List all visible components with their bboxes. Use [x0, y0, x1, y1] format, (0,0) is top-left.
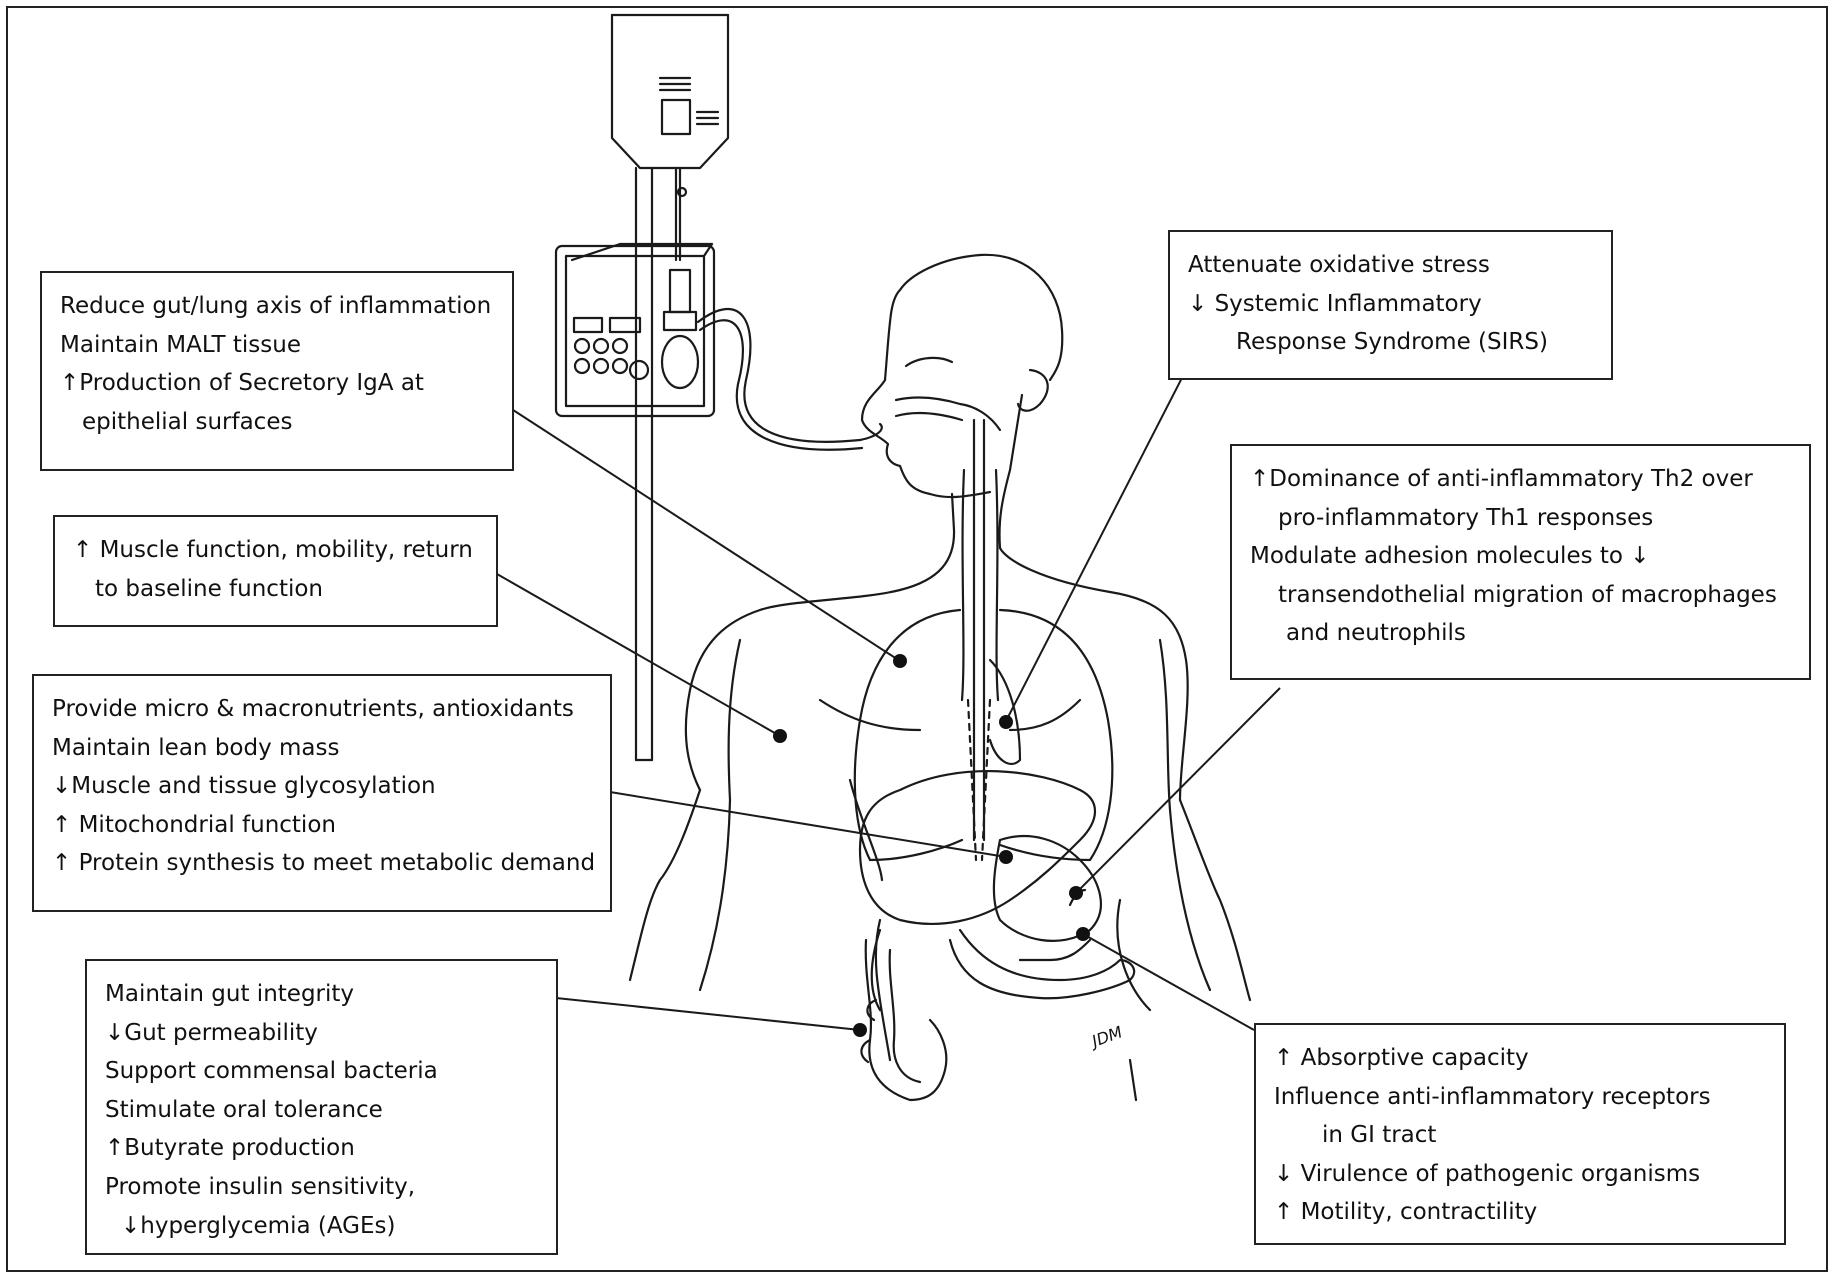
callout-lines: [497, 370, 1280, 1030]
gut-integrity-line-6: Promote insulin sensitivity,: [105, 1168, 538, 1207]
th2-line-1: ↑Dominance of anti-inflammatory Th2 over: [1250, 460, 1791, 499]
absorptive-box: ↑ Absorptive capacity Influence anti-inf…: [1254, 1023, 1786, 1245]
muscle-line-1: ↑ Muscle function, mobility, return: [73, 531, 478, 570]
oxidative-box: Attenuate oxidative stress ↓ Systemic In…: [1168, 230, 1613, 380]
nutrients-line-3: ↓Muscle and tissue glycosylation: [52, 767, 592, 806]
nutrients-line-4: ↑ Mitochondrial function: [52, 806, 592, 845]
gut-integrity-box: Maintain gut integrity ↓Gut permeability…: [85, 959, 558, 1255]
gut-lung-line-3: ↑Production of Secretory IgA at: [60, 364, 494, 403]
gut-integrity-line-1: Maintain gut integrity: [105, 975, 538, 1014]
th2-line-3: Modulate adhesion molecules to ↓: [1250, 537, 1791, 576]
iv-pole-icon: [556, 15, 882, 760]
gut-integrity-line-4: Stimulate oral tolerance: [105, 1091, 538, 1130]
muscle-box: ↑ Muscle function, mobility, return to b…: [53, 515, 498, 627]
absorptive-line-5: ↑ Motility, contractility: [1274, 1193, 1766, 1232]
oxidative-line-2: ↓ Systemic Inflammatory: [1188, 285, 1593, 324]
torso-outline: [630, 548, 1250, 1100]
nutrients-line-5: ↑ Protein synthesis to meet metabolic de…: [52, 844, 592, 883]
oxidative-line-1: Attenuate oxidative stress: [1188, 246, 1593, 285]
th2-box: ↑Dominance of anti-inflammatory Th2 over…: [1230, 444, 1811, 680]
oxidative-line-3: Response Syndrome (SIRS): [1188, 323, 1593, 362]
muscle-line-2: to baseline function: [73, 570, 478, 609]
gut-lung-line-1: Reduce gut/lung axis of inflammation: [60, 287, 494, 326]
th2-line-5: and neutrophils: [1250, 614, 1791, 653]
absorptive-line-1: ↑ Absorptive capacity: [1274, 1039, 1766, 1078]
gut-integrity-line-5: ↑Butyrate production: [105, 1129, 538, 1168]
gut-integrity-line-7: ↓hyperglycemia (AGEs): [105, 1207, 538, 1246]
gut-integrity-line-2: ↓Gut permeability: [105, 1014, 538, 1053]
th2-line-2: pro-inflammatory Th1 responses: [1250, 499, 1791, 538]
th2-line-4: transendothelial migration of macrophage…: [1250, 576, 1791, 615]
digestive-organs-outline: [860, 771, 1134, 1100]
gut-lung-line-4: epithelial surfaces: [60, 403, 494, 442]
absorptive-line-3: in GI tract: [1274, 1116, 1766, 1155]
gut-lung-box: Reduce gut/lung axis of inflammation Mai…: [40, 271, 514, 471]
absorptive-line-2: Influence anti-inflammatory receptors: [1274, 1078, 1766, 1117]
esophagus-outline: [962, 420, 998, 860]
nutrients-line-2: Maintain lean body mass: [52, 729, 592, 768]
gut-integrity-line-3: Support commensal bacteria: [105, 1052, 538, 1091]
gut-lung-line-2: Maintain MALT tissue: [60, 326, 494, 365]
nutrients-box: Provide micro & macronutrients, antioxid…: [32, 674, 612, 912]
nutrients-line-1: Provide micro & macronutrients, antioxid…: [52, 690, 592, 729]
absorptive-line-4: ↓ Virulence of pathogenic organisms: [1274, 1155, 1766, 1194]
